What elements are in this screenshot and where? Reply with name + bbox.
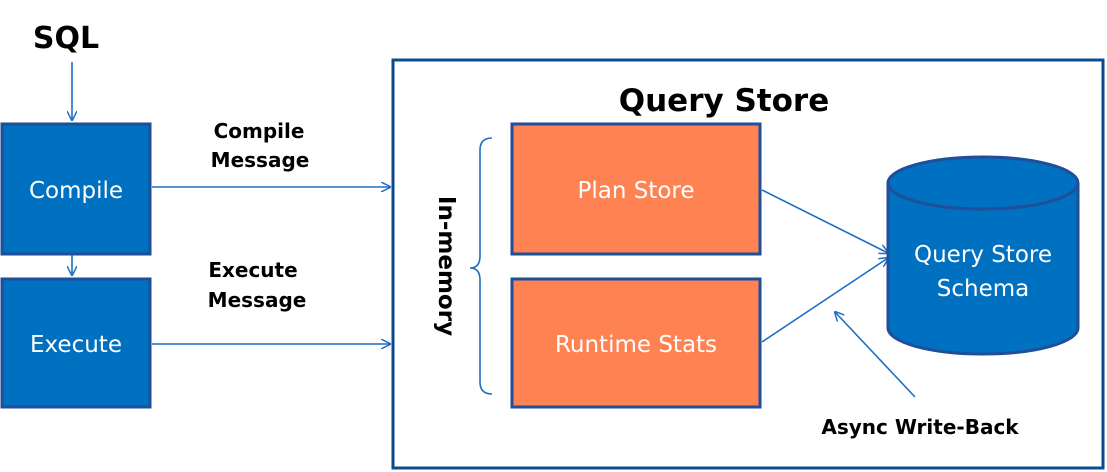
plan-store-label: Plan Store [577,178,694,204]
sql-label: SQL [33,21,99,56]
runtime-stats-box: Runtime Stats [510,277,762,409]
async-write-back-arrow [835,312,916,398]
compile-box-label: Compile [29,178,123,204]
plan-store-to-schema-arrow [761,189,888,253]
execute-message-line1: Execute [208,258,297,282]
in-memory-label: In-memory [433,196,459,336]
in-memory-brace [469,137,493,395]
plan-store-box: Plan Store [510,122,762,256]
execute-box: Execute [0,277,152,409]
query-store-schema-cylinder: Query Store Schema [886,155,1080,356]
compile-message-line2: Message [211,148,310,172]
runtime-stats-label: Runtime Stats [555,332,717,358]
schema-label-line1: Query Store [914,242,1052,268]
query-store-title: Query Store [619,83,830,119]
compile-message-line1: Compile [214,119,305,143]
async-write-back-label: Async Write-Back [821,415,1019,439]
schema-label-line2: Schema [937,276,1029,302]
runtime-stats-to-schema-arrow [761,258,888,343]
execute-box-label: Execute [30,332,122,358]
execute-message-line2: Message [208,288,307,312]
compile-box: Compile [0,122,152,256]
